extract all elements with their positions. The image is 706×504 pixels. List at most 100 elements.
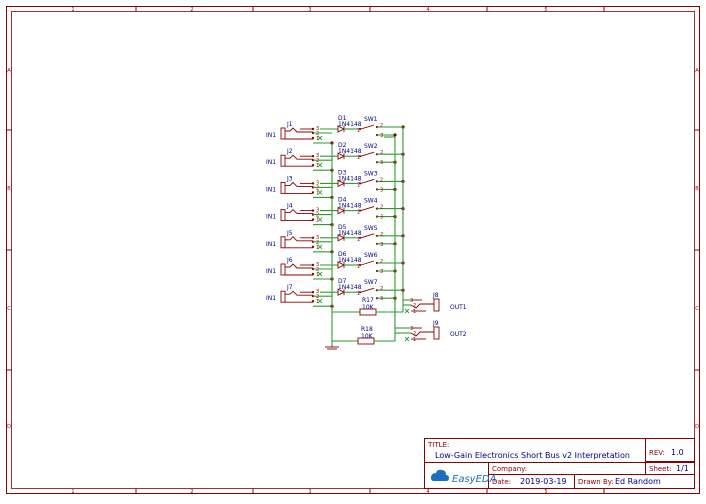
switch-pin-number: 2 (380, 205, 383, 211)
switch-pin-number: 2 (380, 286, 383, 292)
jack-pin-number: 1 (316, 272, 319, 278)
switch-pin-number: 2 (380, 177, 383, 183)
jack-pin-number: 2 (316, 240, 319, 246)
r18-value: 10K (361, 333, 374, 340)
switch-ref: SW5 (364, 225, 378, 232)
schematic-title: Low-Gain Electronics Short Bus v2 Interp… (435, 451, 630, 460)
sheet-value: 1/1 (676, 464, 689, 473)
diode-symbol (337, 179, 346, 188)
jack-pin-number: 2 (316, 213, 319, 219)
diode-ref: D7 (338, 278, 347, 285)
output-jack-j8: 3 2 1 J8 OUT1 (403, 292, 467, 315)
grid-col-label: 2 (190, 489, 193, 495)
j8-ref: J8 (432, 292, 439, 299)
jack-pin-number: 2 (316, 185, 319, 191)
diode-part: 1N4148 (338, 148, 362, 155)
company-label: Company: (492, 465, 527, 473)
switch-lever (360, 233, 375, 239)
diode-symbol (337, 125, 346, 133)
switch-pin-number: 1 (357, 264, 360, 270)
easyeda-logo: EasyEDA (431, 469, 497, 485)
grid-row-label: D (7, 424, 11, 430)
title-label: TITLE: (427, 441, 449, 449)
switch-ref: SW7 (364, 279, 378, 286)
jack-pin-number: 3 (316, 289, 319, 295)
jack-ref: J7 (286, 284, 293, 291)
j8-pin-2: 2 (413, 303, 416, 309)
switch-lever (360, 178, 375, 184)
input-channels: 321IN1J1D11N4148SW1123321IN1J2D21N4148SW… (266, 115, 405, 308)
grid-row-label: B (7, 186, 11, 192)
j9-ref: J9 (432, 320, 439, 327)
grid-row-label: A (695, 68, 699, 74)
rev-value: 1.0 (671, 448, 684, 457)
inner-border (11, 11, 695, 489)
logo-text: EasyEDA (452, 474, 497, 485)
jack-pin-number: 3 (316, 153, 319, 159)
grid-col-label: 2 (190, 7, 193, 13)
diode-ref: D4 (338, 197, 347, 204)
jack-pin-number: 1 (316, 245, 319, 251)
j8-pin-1: 1 (413, 309, 416, 315)
switch-lever (360, 287, 375, 293)
switch-pin-number: 2 (380, 150, 383, 156)
diode-part: 1N4148 (338, 257, 362, 264)
grid-row-label: A (7, 68, 11, 74)
diode-part: 1N4148 (338, 121, 362, 128)
switch-pin-number: 1 (357, 237, 360, 243)
diode-ref: D6 (338, 251, 347, 258)
input-label: IN1 (266, 241, 276, 248)
switch-pin-number: 1 (357, 291, 360, 297)
diode-symbol (337, 206, 346, 215)
jack-pin-number: 1 (316, 190, 319, 196)
input-jack-body (280, 263, 286, 276)
grid-col-label: 5 (544, 7, 547, 13)
switch-ref: SW3 (364, 170, 378, 177)
switch-pin-number: 1 (357, 210, 360, 216)
switch-pin-number: 3 (380, 269, 383, 275)
r17-value: 10K (362, 304, 375, 311)
grid-row-label: D (695, 424, 699, 430)
diode-ref: D5 (338, 224, 347, 231)
switch-pin-number: 3 (380, 187, 383, 193)
title-block: TITLE: Low-Gain Electronics Short Bus v2… (424, 438, 695, 489)
j9-pin-1: 1 (413, 337, 416, 343)
grid-col-label: 5 (544, 489, 547, 495)
jack-pin-number: 3 (316, 180, 319, 186)
jack-pin-number: 1 (316, 218, 319, 224)
switch-pin-number: 2 (380, 259, 383, 265)
input-label: IN1 (266, 186, 276, 193)
jack-ref: J2 (286, 148, 293, 155)
grid-row-label: C (7, 306, 11, 312)
jack-pin-number: 2 (316, 267, 319, 273)
diode-symbol (337, 152, 346, 160)
switch-pin-number: 2 (380, 232, 383, 238)
jack-pin-number: 2 (316, 294, 319, 300)
grid-row-label: C (695, 306, 699, 312)
switch-pin-number: 3 (380, 133, 383, 139)
grid-col-label: 3 (308, 489, 311, 495)
jack-ref: J5 (286, 230, 293, 237)
out2-label: OUT2 (450, 331, 467, 338)
switch-pin-number: 3 (380, 296, 383, 302)
drawn-by-value: Ed Random (615, 477, 661, 486)
switch-pin-number: 3 (380, 215, 383, 221)
switch-pin-number: 1 (357, 155, 360, 161)
input-label: IN1 (266, 214, 276, 221)
input-label: IN1 (266, 295, 276, 302)
date-value: 2019-03-19 (520, 477, 567, 486)
switch-lever (360, 124, 375, 130)
cloud-icon (431, 469, 449, 481)
rev-label: REV: (649, 449, 665, 457)
grid-marks: 1 2 3 4 5 1 2 3 4 5 A B C D A B C D (6, 6, 700, 495)
drawn-by-label: Drawn By: (578, 478, 614, 486)
switch-lever (360, 206, 375, 212)
diode-ref: D3 (338, 169, 347, 176)
r18-ref: R18 (361, 326, 373, 333)
j9-pin-3: 3 (410, 326, 413, 332)
